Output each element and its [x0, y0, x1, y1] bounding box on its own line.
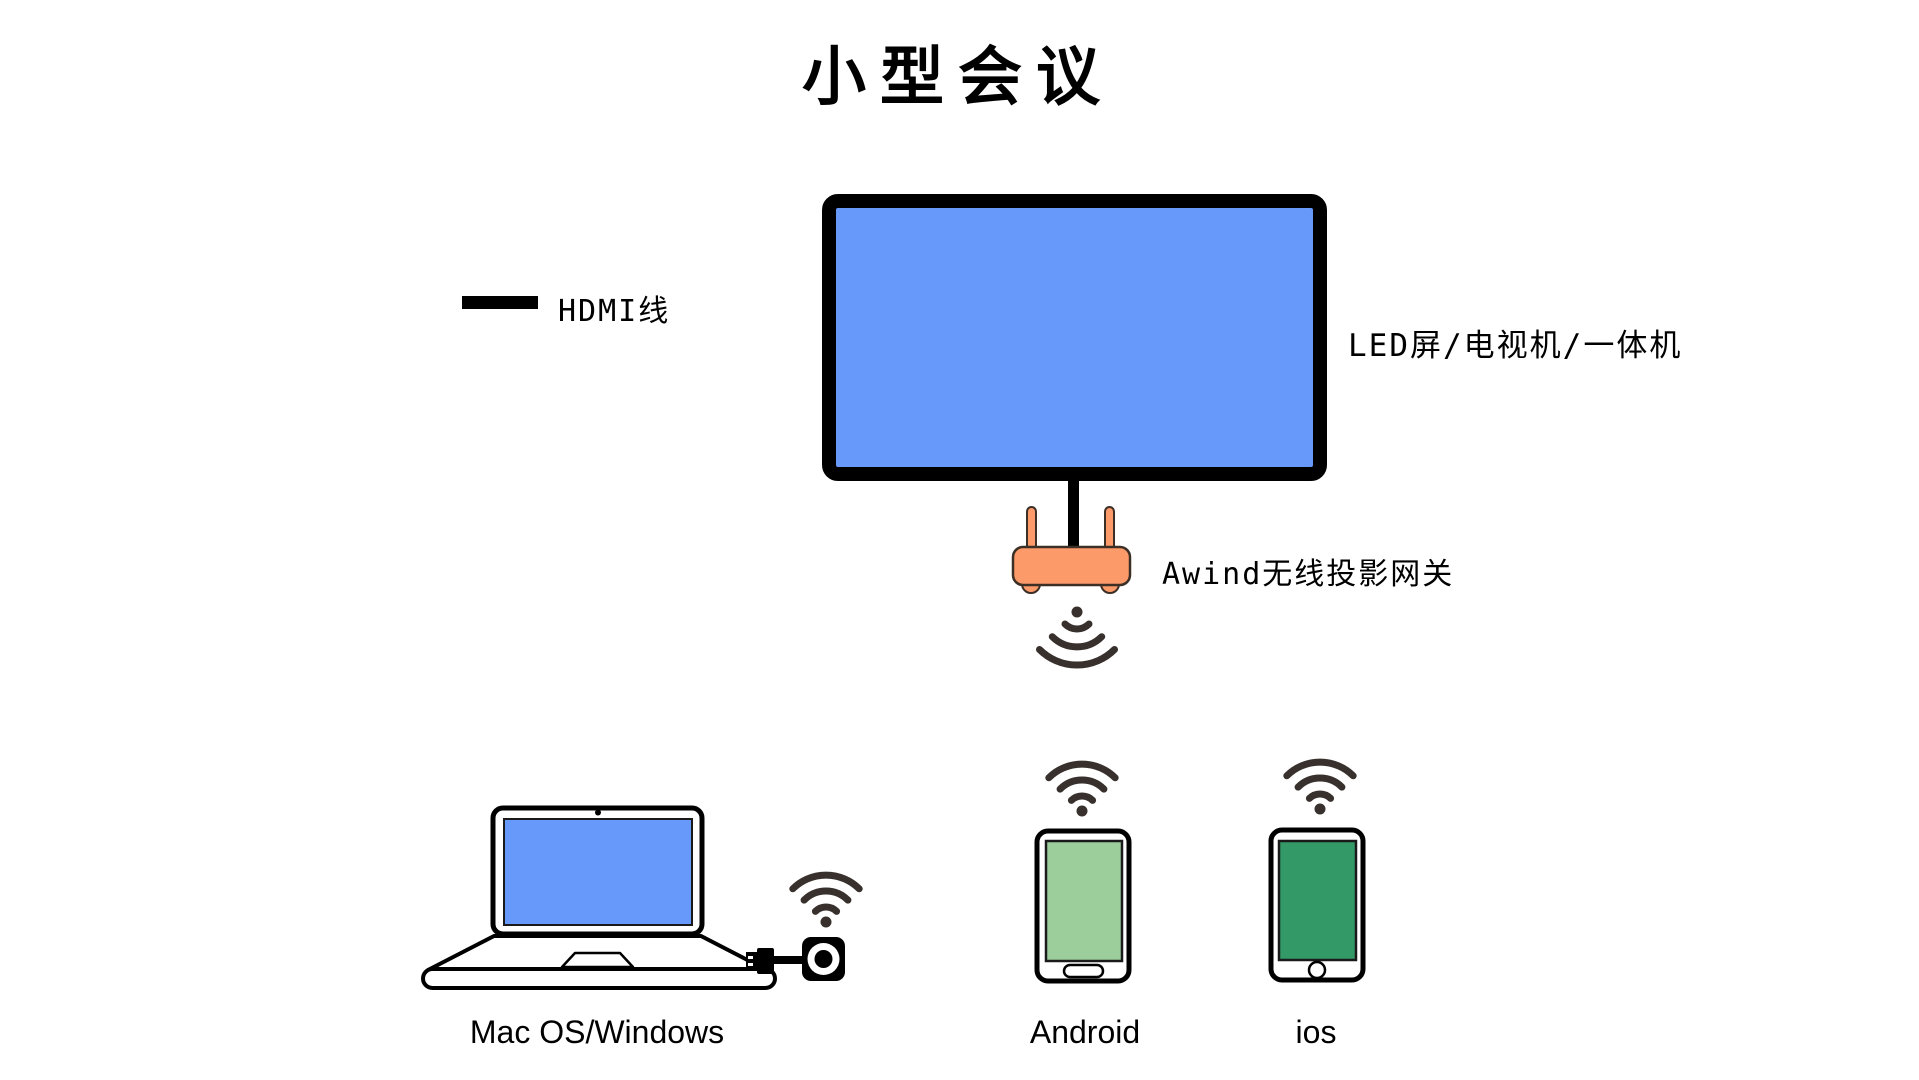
wifi-arc — [1305, 790, 1335, 802]
wifi-arc — [1048, 633, 1106, 651]
ios-label: ios — [1295, 1014, 1337, 1050]
wifi-arc — [1045, 760, 1119, 782]
laptop-screen — [503, 818, 693, 926]
laptop — [421, 805, 777, 990]
dongle-cable — [774, 956, 806, 964]
laptop-front-edge — [421, 967, 777, 990]
wifi-dot — [1314, 803, 1326, 815]
dongle-button-center — [814, 950, 833, 968]
led-display — [822, 194, 1327, 481]
wifi-arc — [1283, 758, 1357, 780]
ios-wifi-icon — [1283, 758, 1357, 815]
laptop-wifi-icon — [789, 871, 863, 928]
usb-dongle — [746, 937, 845, 981]
hdmi-cable-line — [1068, 474, 1079, 556]
usb-plug-contact — [748, 963, 753, 966]
led-display-label: LED屏/电视机/一体机 — [1348, 328, 1683, 364]
gateway-body — [1011, 545, 1132, 587]
usb-plug-contact — [748, 956, 753, 959]
wifi-arc — [1061, 620, 1093, 633]
wifi-arc — [1067, 792, 1097, 804]
gateway-wifi-icon — [1036, 606, 1118, 669]
laptop-label: Mac OS/Windows — [469, 1014, 725, 1050]
wifi-arc — [789, 871, 863, 893]
usb-plug-metal — [746, 952, 758, 970]
android-phone-screen — [1044, 839, 1124, 963]
android-wifi-icon — [1045, 760, 1119, 817]
wifi-dot — [820, 916, 832, 928]
ios-phone — [1268, 827, 1366, 983]
gateway-label: Awind无线投影网关 — [1162, 557, 1455, 592]
led-display-screen — [822, 194, 1327, 481]
gateway-router — [1011, 506, 1132, 594]
usb-plug-body — [757, 948, 774, 974]
ios-phone-screen — [1277, 839, 1358, 962]
hdmi-legend-label: HDMI线 — [558, 294, 671, 329]
hdmi-cable-swatch — [462, 296, 538, 309]
android-home-button — [1062, 963, 1105, 979]
wifi-arc — [1036, 646, 1118, 669]
wifi-dot — [1071, 606, 1083, 618]
wifi-arc — [1056, 776, 1108, 793]
laptop-webcam-dot — [595, 809, 601, 816]
laptop-touchpad — [560, 951, 635, 969]
wifi-arc — [1294, 774, 1346, 791]
wifi-arc — [800, 887, 852, 904]
android-phone — [1034, 828, 1132, 984]
wifi-arc — [811, 903, 841, 915]
ios-home-button — [1307, 960, 1327, 980]
android-label: Android — [1029, 1014, 1141, 1050]
page-title: 小型会议 — [802, 41, 1114, 115]
wifi-dot — [1076, 805, 1088, 817]
